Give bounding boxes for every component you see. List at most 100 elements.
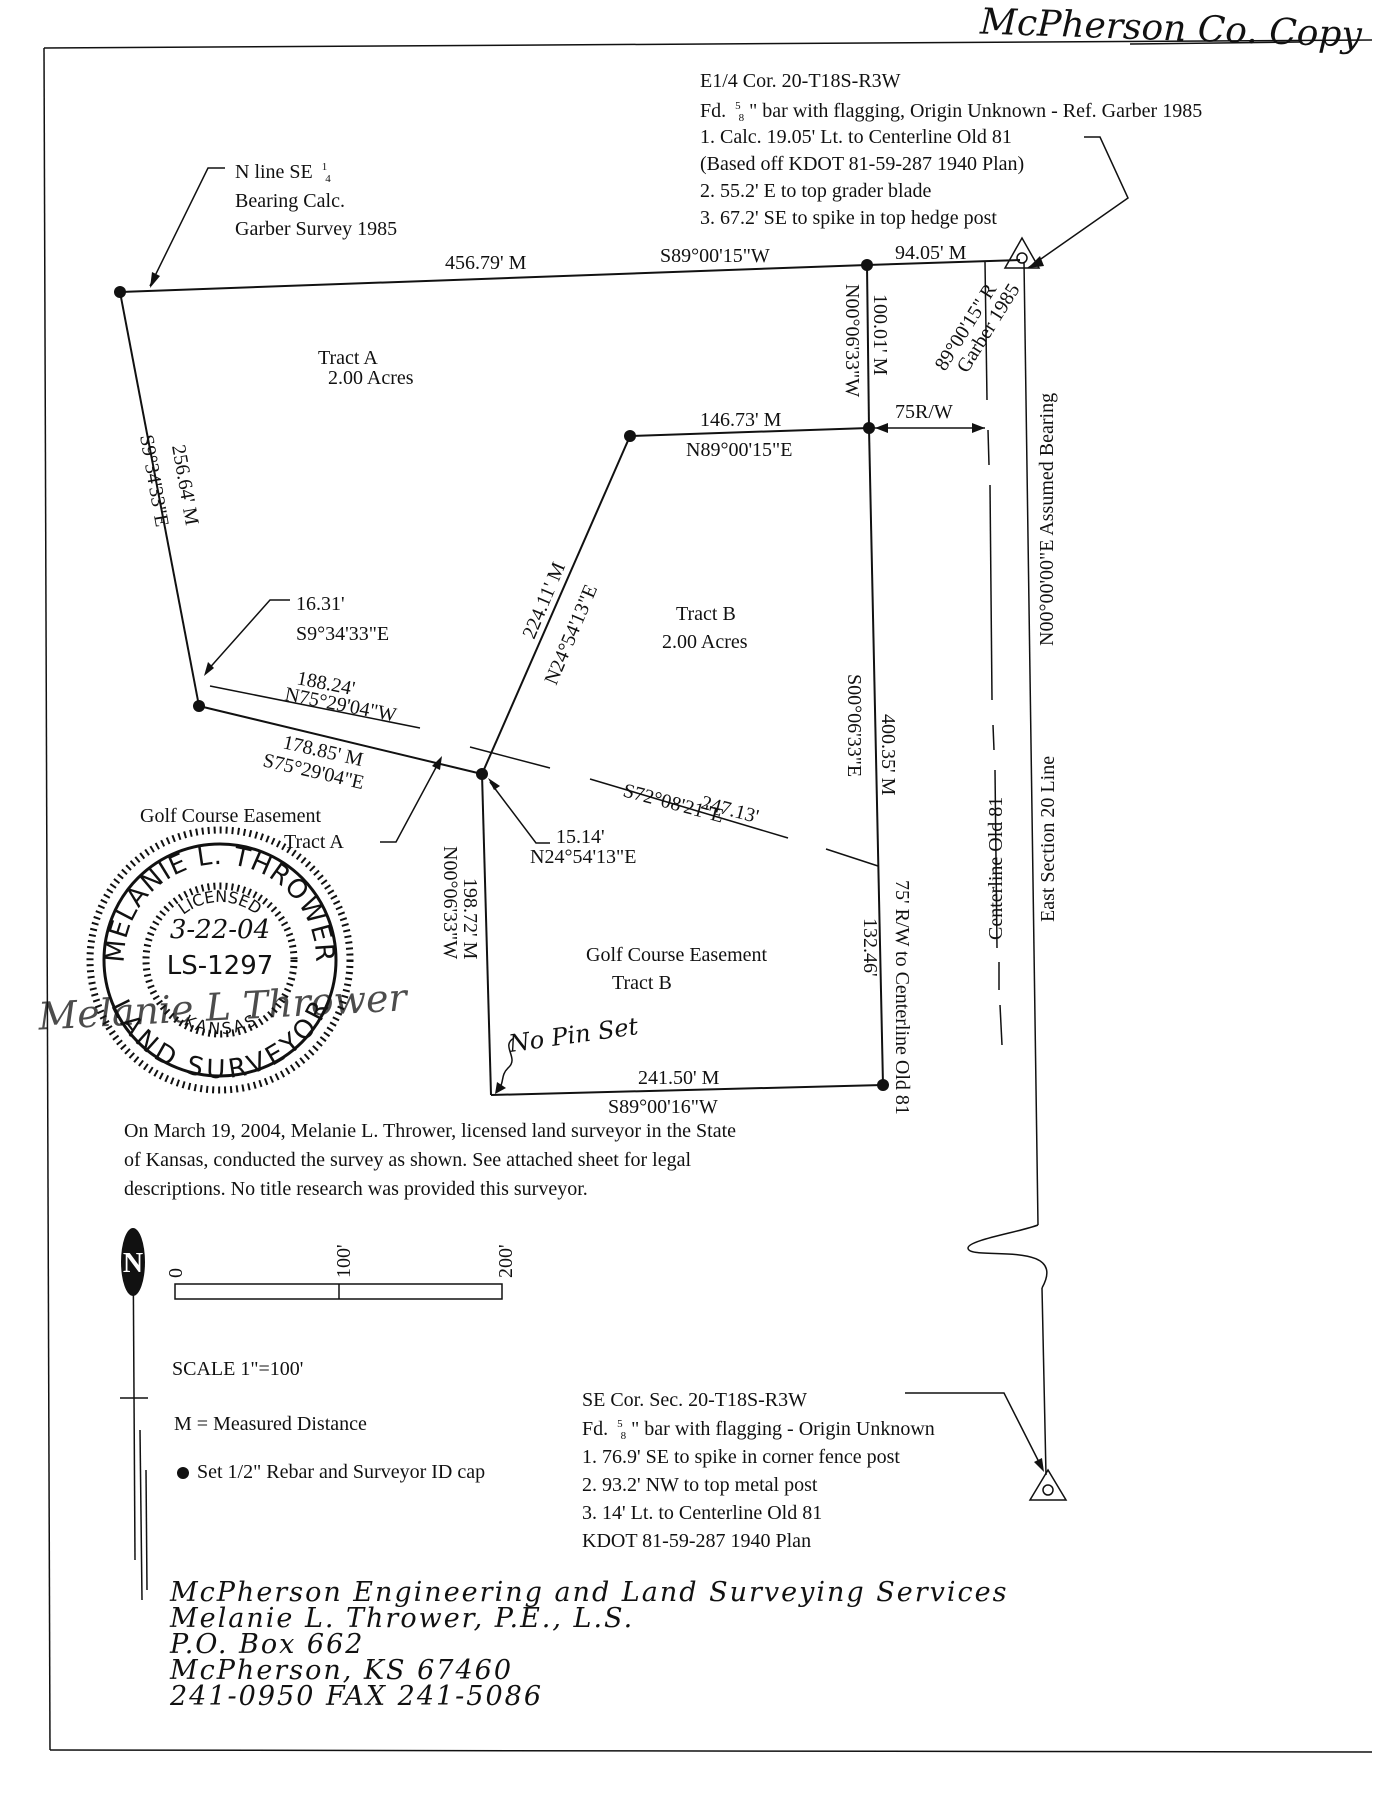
east-section-line (967, 261, 1048, 1476)
short-dist-label: 16.31' (296, 593, 345, 615)
rw-arrow-right (972, 423, 985, 433)
rw-75-label: 75R/W (895, 401, 953, 423)
se-fd-suffix: " bar with flagging - Origin Unknown (631, 1418, 935, 1440)
south-dist-label: 241.50' M (638, 1067, 720, 1089)
no-pin-arrow (497, 1037, 515, 1091)
pt-bearing-label: N24°54'13"E (530, 846, 636, 868)
company-name: McPherson Engineering and Land Surveying… (169, 1577, 1008, 1608)
page-border (43, 39, 1373, 1753)
tract-a-area: 2.00 Acres (328, 367, 414, 389)
company-box: P.O. Box 662 (169, 1629, 364, 1660)
west-lower-bearing-label: N00°06'33"W (439, 846, 461, 959)
n-line-note: N line SE 1 4 Bearing Calc. Garber Surve… (235, 161, 397, 240)
ne-corner-title: E1/4 Cor. 20-T18S-R3W (700, 70, 901, 92)
legend: M = Measured Distance Set 1/2" Rebar and… (174, 1413, 485, 1483)
seal-outer-ring (86, 826, 354, 1094)
short-bearing-label: S9°34'33"E (296, 623, 389, 645)
no-pin-arrowhead (495, 1082, 506, 1094)
n-line-line3: Garber Survey 1985 (235, 218, 397, 240)
se-fd-den: 8 (621, 1430, 627, 1442)
west-line-tract-a (119, 291, 200, 707)
east-main-dist-label: 400.35' M (877, 714, 899, 796)
no-pin-set-note: No Pin Set (506, 1012, 640, 1058)
company-engineer: Melanie L. Thrower, P.E., L.S. (169, 1603, 634, 1634)
seal-license-no: LS-1297 (167, 951, 274, 981)
ne-corner-fd-line: Fd. 5 8 " bar with flagging, Origin Unkn… (700, 92, 1202, 126)
ne-item-1: 1. Calc. 19.05' Lt. to Centerline Old 81 (700, 126, 1012, 148)
east-lower-dist-label: 132.46' (859, 918, 881, 977)
scale-bar: 0 100' 200' SCALE 1"=100' (165, 1244, 517, 1380)
n-line-leader (149, 167, 225, 287)
south-bearing-label: S89°00'16"W (608, 1096, 718, 1118)
golf-b-line1: Golf Course Easement (586, 944, 768, 966)
easement-line-3 (589, 778, 789, 839)
n-line-line2: Bearing Calc. (235, 190, 345, 212)
se-corner-fd-line: Fd. 5 8 " bar with flagging - Origin Unk… (582, 1410, 935, 1444)
rebar-inner-ne (863, 422, 875, 434)
scale-tick-0: 0 (165, 1268, 187, 1278)
ne-note-leader (1027, 136, 1129, 269)
ne-item-4: 3. 67.2' SE to spike in top hedge post (700, 207, 997, 229)
golf-b-line2: Tract B (612, 972, 672, 994)
north-dist-label: 456.79' M (445, 252, 527, 274)
n-line-num: 1 (322, 161, 328, 173)
easement-line-1 (209, 685, 421, 729)
se-item-1: 1. 76.9' SE to spike in corner fence pos… (582, 1446, 900, 1468)
legend-rebar-dot (177, 1467, 189, 1479)
rebar-mid (476, 768, 488, 780)
se-item-2: 2. 93.2' NW to top metal post (582, 1474, 818, 1496)
tract-b-title: Tract B (676, 603, 736, 625)
n-line-arrowhead (150, 272, 160, 288)
scale-text: SCALE 1"=100' (172, 1358, 303, 1380)
se-fd-prefix: Fd. (582, 1418, 608, 1440)
east-upper-dist-label: 100.01' M (869, 294, 891, 376)
rebar-se (877, 1079, 889, 1091)
se-fd-num: 5 (617, 1418, 623, 1430)
ne-fd-num: 5 (735, 100, 741, 112)
north-line-ne (866, 259, 1021, 266)
inner-bearing-label: N89°00'15"E (686, 439, 792, 461)
statement-line-2: of Kansas, conducted the survey as shown… (124, 1149, 691, 1171)
pt-dist-label: 15.14' (556, 826, 605, 848)
inner-dist-label: 146.73' M (700, 409, 782, 431)
rebar-n (861, 259, 873, 271)
se-note-leader (905, 1392, 1043, 1469)
centerline-label: Centerline Old 81 (985, 797, 1007, 940)
seal-inner-ring (142, 882, 298, 1038)
rebar-inner-nw (624, 430, 636, 442)
diagonal-line (481, 435, 631, 775)
tract-lines (119, 259, 1021, 1096)
surveyor-seal: MELANIE L. THROWER LAND SURVEYOR LICENSE… (36, 826, 411, 1094)
north-bearing-label: S89°00'15"W (660, 245, 770, 267)
seal-licensed-text: LICENSED (175, 887, 266, 918)
scale-tick-200: 200' (495, 1244, 517, 1278)
tract-b-area: 2.00 Acres (662, 631, 748, 653)
east-upper-bearing-label: N00°06'33"W (841, 284, 863, 397)
golf-a-leader (380, 759, 441, 843)
ne-fd-suffix: " bar with flagging, Origin Unknown - Re… (749, 100, 1202, 122)
rw-to-cl-label: 75' R/W to Centerline Old 81 (891, 880, 913, 1115)
ne-item-3: 2. 55.2' E to top grader blade (700, 180, 931, 202)
se-corner-monument (1028, 1468, 1068, 1501)
company-block: McPherson Engineering and Land Surveying… (169, 1577, 1008, 1712)
golf-a-line1: Golf Course Easement (140, 805, 322, 827)
north-arrow-letter: N (123, 1248, 143, 1279)
se-corner-title: SE Cor. Sec. 20-T18S-R3W (582, 1389, 807, 1411)
se-corner-note: SE Cor. Sec. 20-T18S-R3W Fd. 5 8 " bar w… (582, 1389, 935, 1552)
rebar-sw-a (193, 700, 205, 712)
east-line-main (868, 427, 884, 1086)
se-item-4: KDOT 81-59-287 1940 Plan (582, 1530, 811, 1552)
ne-corner-monument (1003, 236, 1041, 269)
east-line-upper (866, 264, 870, 429)
pt-dist-arrowhead (488, 778, 500, 790)
seal-licensed-path: LICENSED (175, 887, 266, 918)
tract-a-title: Tract A (318, 347, 378, 369)
se-item-3: 3. 14' Lt. to Centerline Old 81 (582, 1502, 822, 1524)
rebar-nw (114, 286, 126, 298)
company-city: McPherson, KS 67460 (169, 1655, 513, 1686)
north-line (119, 264, 868, 293)
company-phone: 241-0950 FAX 241-5086 (169, 1681, 543, 1712)
short-dist-leader (205, 599, 290, 673)
south-line (490, 1084, 884, 1096)
